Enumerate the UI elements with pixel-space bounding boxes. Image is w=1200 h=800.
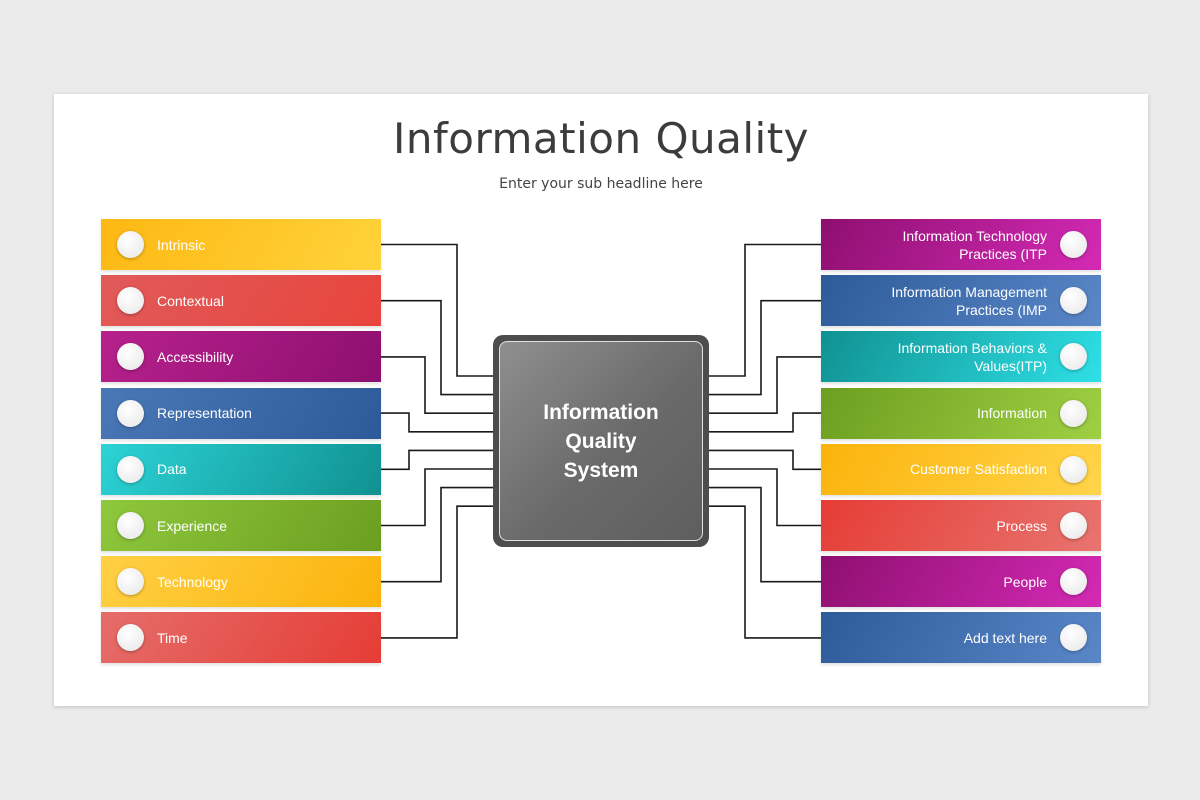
circle-icon	[1060, 231, 1087, 258]
center-chip-face: Information Quality System	[499, 341, 703, 541]
right-item-4: Information	[821, 387, 1101, 439]
circle-icon	[117, 455, 144, 483]
left-item-1: Intrinsic	[101, 219, 381, 270]
right-connector-line	[709, 468, 821, 527]
circle-icon	[1060, 512, 1087, 539]
center-chip-label: Information Quality System	[543, 400, 659, 482]
left-item-label: Data	[157, 461, 187, 478]
right-item-1: Information Technology Practices (ITP	[821, 219, 1101, 270]
circle-icon	[117, 624, 144, 652]
right-connector-line	[709, 449, 821, 471]
right-item-7: People	[821, 556, 1101, 608]
right-item-label: Process	[996, 517, 1047, 534]
left-item-8: Time	[101, 612, 381, 664]
right-connector-line	[709, 299, 821, 396]
slide: Information Quality Enter your sub headl…	[54, 94, 1148, 706]
circle-icon	[1060, 287, 1087, 315]
right-connector-line	[709, 486, 821, 583]
left-connector-line	[381, 356, 493, 415]
left-item-5: Data	[101, 443, 381, 495]
circle-icon	[117, 231, 144, 258]
circle-icon	[1060, 399, 1087, 427]
right-item-8: Add text here	[821, 612, 1101, 664]
right-item-label: Information Management Practices (IMP	[891, 283, 1047, 318]
left-item-4: Representation	[101, 387, 381, 439]
circle-icon	[1060, 568, 1087, 596]
right-item-5: Customer Satisfaction	[821, 443, 1101, 495]
left-item-label: Representation	[157, 405, 252, 422]
left-connector-line	[381, 486, 493, 583]
left-connector-line	[381, 412, 493, 433]
right-item-label: Customer Satisfaction	[910, 461, 1047, 478]
left-item-label: Experience	[157, 517, 228, 534]
right-item-2: Information Management Practices (IMP	[821, 275, 1101, 327]
page-title: Information Quality	[392, 114, 810, 163]
circle-icon	[1060, 624, 1087, 652]
circle-icon	[117, 512, 144, 539]
center-chip: Information Quality System	[493, 335, 709, 547]
left-item-label: Intrinsic	[157, 236, 206, 253]
right-item-label: Add text here	[963, 629, 1047, 646]
left-item-label: Accessibility	[157, 348, 234, 365]
right-item-label: People	[1003, 573, 1047, 590]
right-item-6: Process	[821, 500, 1101, 551]
right-item-label: Information Technology Practices (ITP	[902, 227, 1048, 262]
left-connector-line	[381, 505, 493, 639]
circle-icon	[117, 287, 144, 315]
left-item-label: Technology	[157, 573, 228, 590]
right-item-label: Information Behaviors & Values(ITP)	[897, 339, 1047, 374]
circle-icon	[1060, 343, 1087, 371]
left-connector-line	[381, 468, 493, 527]
right-item-3: Information Behaviors & Values(ITP)	[821, 331, 1101, 383]
right-connector-line	[709, 356, 821, 415]
left-item-7: Technology	[101, 556, 381, 608]
left-connector-line	[381, 449, 493, 471]
right-item-label: Information	[976, 405, 1047, 422]
right-connector-line	[709, 243, 821, 377]
left-connector-line	[381, 243, 493, 377]
left-item-label: Contextual	[157, 292, 224, 309]
left-item-6: Experience	[101, 500, 381, 551]
circle-icon	[117, 568, 144, 596]
left-item-3: Accessibility	[101, 331, 381, 383]
connector-lines	[381, 243, 821, 639]
right-connector-line	[709, 505, 821, 639]
circle-icon	[1060, 455, 1087, 483]
right-connector-line	[709, 412, 821, 433]
circle-icon	[117, 343, 144, 371]
left-item-label: Time	[157, 629, 188, 646]
page-subtitle: Enter your sub headline here	[499, 176, 703, 192]
left-item-2: Contextual	[101, 275, 381, 327]
left-connector-line	[381, 299, 493, 396]
circle-icon	[117, 399, 144, 427]
